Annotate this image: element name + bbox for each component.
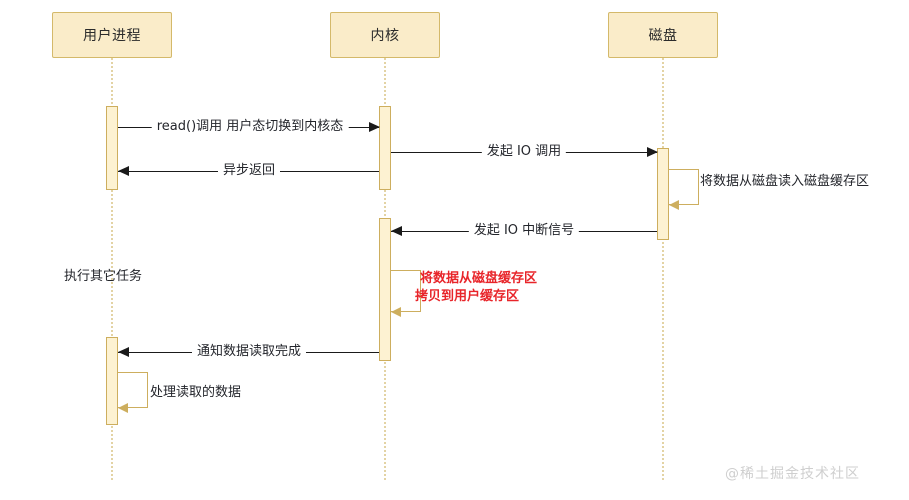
self-call-arrowhead-disk-read [669, 200, 679, 210]
self-call-loop-user-process [118, 372, 148, 408]
lifeline-user [111, 58, 113, 480]
message-label-read-call: read()调用 用户态切换到内核态 [151, 119, 349, 135]
self-call-arrowhead-user-process [118, 403, 128, 413]
activation-bar-user-1 [106, 106, 118, 190]
self-call-label-kernel-copy-line1: 将数据从磁盘缓存区 [420, 271, 538, 286]
participant-label-disk: 磁盘 [648, 28, 678, 44]
activation-bar-kernel-1 [379, 106, 391, 190]
self-call-loop-kernel-copy [391, 270, 421, 312]
lifeline-disk [662, 58, 664, 480]
arrowhead-read-call [369, 122, 380, 132]
message-label-io-call: 发起 IO 调用 [481, 144, 567, 160]
self-call-arrowhead-kernel-copy [391, 307, 401, 317]
free-label-other-tasks: 执行其它任务 [64, 269, 143, 284]
watermark-label: @稀土掘金技术社区 [725, 466, 860, 482]
self-call-label-user-process: 处理读取的数据 [150, 385, 242, 400]
activation-bar-user-2 [106, 337, 118, 425]
self-call-label-disk-read: 将数据从磁盘读入磁盘缓存区 [700, 174, 870, 189]
arrowhead-async-return [118, 166, 129, 176]
self-call-label-kernel-copy-line2: 拷贝到用户缓存区 [415, 289, 520, 304]
participant-label-kernel: 内核 [370, 28, 400, 44]
participant-label-user: 用户进程 [83, 28, 141, 44]
arrowhead-io-call [647, 147, 658, 157]
self-call-loop-disk-read [669, 169, 699, 205]
message-label-notify-done: 通知数据读取完成 [191, 344, 307, 360]
participant-box-disk[interactable]: 磁盘 [608, 12, 718, 58]
activation-bar-disk-1 [657, 148, 669, 240]
arrowhead-notify-done [118, 347, 129, 357]
activation-bar-kernel-2 [379, 218, 391, 361]
message-label-async-return: 异步返回 [217, 163, 281, 179]
participant-box-user[interactable]: 用户进程 [52, 12, 172, 58]
message-label-io-interrupt: 发起 IO 中断信号 [468, 223, 580, 239]
participant-box-kernel[interactable]: 内核 [330, 12, 440, 58]
arrowhead-io-interrupt [391, 226, 402, 236]
